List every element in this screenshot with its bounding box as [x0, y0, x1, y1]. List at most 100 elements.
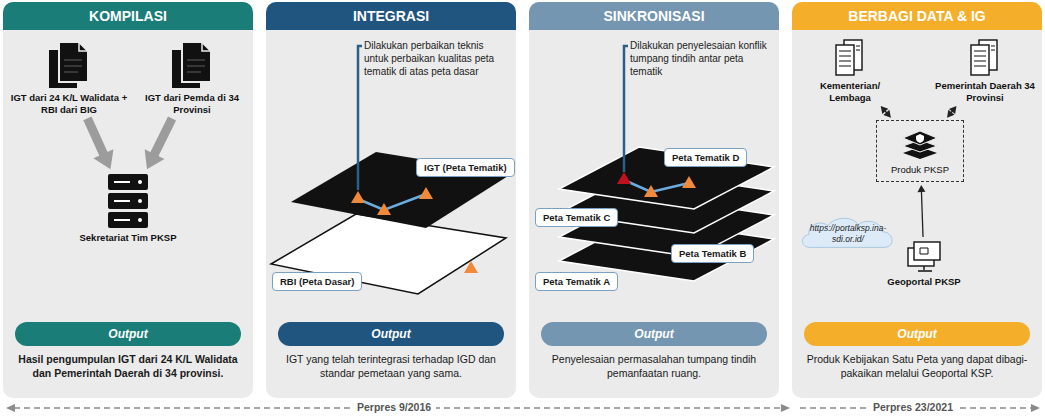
- illustration-polygon: [644, 185, 658, 197]
- box-label: Peta Tematik D: [672, 152, 739, 163]
- illustration-circle: [138, 199, 142, 203]
- illustration-path: [59, 42, 88, 82]
- icon-caption: Pemerintah Daerah 34 Provinsi: [934, 80, 1036, 104]
- label-wrap: Dilakukan perbaikan teknis untuk perbaik…: [364, 39, 510, 78]
- illustration-polygon: [464, 261, 478, 273]
- agency-icon-node: Kementerian/ Lembaga: [800, 38, 900, 104]
- output-text: IGT yang telah terintegrasi terhadap IGD…: [276, 352, 506, 380]
- stage-panel: BERBAGI DATA & IG Produk Kebijakan Satu P…: [792, 2, 1042, 398]
- illustration-polygon: [351, 191, 365, 203]
- illustration-polygon: [682, 176, 696, 188]
- illustration-path: [64, 60, 82, 72]
- connector-line: [921, 191, 923, 237]
- label-wrap: Perpres 9/2016: [352, 400, 436, 414]
- icon-caption: Kementerian/ Lembaga: [800, 80, 900, 104]
- output-text-wrap: Hasil pengumpulan IGT dari 24 K/L Walida…: [13, 352, 243, 380]
- illustration-path: [856, 46, 860, 50]
- illustration-circle: [138, 180, 142, 184]
- map-layer-box: RBI (Peta Dasar): [272, 272, 362, 291]
- agency-icon-node: Pemerintah Daerah 34 Provinsi: [934, 38, 1036, 104]
- product-box: Produk PKSP: [876, 120, 964, 182]
- icon-caption: IGT dari 24 K/L Walidata + RBI dari BIG: [9, 92, 129, 116]
- illustration-path: [920, 248, 928, 254]
- box-label: Peta Tematik C: [543, 212, 610, 223]
- illustration-circle: [138, 218, 142, 222]
- connector-arrow: [881, 106, 891, 118]
- document-icon-node: IGT dari 24 K/L Walidata + RBI dari BIG: [9, 40, 129, 116]
- icon: [9, 40, 129, 90]
- stage-panel: INTEGRASI IGT yang telah terintegrasi ter…: [266, 2, 516, 398]
- arrow-head: [145, 149, 165, 169]
- stage-panel: SINKRONISASI Penyelesaian permasalahan tu…: [529, 2, 779, 398]
- illustration-polygon: [271, 214, 506, 294]
- illustration-path: [916, 134, 924, 143]
- url-cloud: https://portalksp.ina-sdi.or.id/: [798, 214, 898, 253]
- callout-text: Dilakukan penyelesaian konflik tumpang t…: [630, 39, 773, 78]
- output-pill: Output: [804, 322, 1030, 346]
- illustration-polygon: [559, 147, 774, 209]
- connector-arrow: [87, 118, 113, 169]
- illustration-path: [991, 46, 995, 50]
- arrow-head: [881, 106, 889, 114]
- map-layer-box: Peta Tematik C: [535, 208, 618, 227]
- box-label: RBI (Peta Dasar): [280, 276, 354, 287]
- map-layer-box: Peta Tematik A: [535, 272, 618, 291]
- box-label: IGT (Peta Tematik): [424, 162, 507, 173]
- document-icon-node: IGT dari Pemda di 34 Provinsi: [137, 40, 247, 116]
- icon: [884, 240, 964, 274]
- map-layer-box: Peta Tematik D: [664, 148, 747, 167]
- illustration-path: [839, 51, 851, 66]
- connector-line: [87, 118, 104, 155]
- icon-caption: Geoportal PKSP: [884, 276, 964, 288]
- illustration-svg: [900, 129, 940, 161]
- output-label: Output: [541, 322, 767, 346]
- output-label: Output: [278, 322, 504, 346]
- illustration-path: [182, 42, 211, 82]
- output-pill: Output: [278, 322, 504, 346]
- output-text-wrap: Penyelesaian permasalahan tumpang tindih…: [539, 352, 769, 380]
- panel-title: BERBAGI DATA & IG: [792, 2, 1042, 30]
- output-pill: Output: [541, 322, 767, 346]
- label-wrap: Perpres 23/2021: [868, 400, 958, 414]
- illustration-path: [79, 42, 88, 51]
- illustration-svg: [170, 40, 214, 90]
- map-layer-box: Peta Tematik B: [671, 244, 754, 263]
- timeline-head: [6, 404, 15, 412]
- output-pill: Output: [15, 322, 241, 346]
- panel-title: SINKRONISASI: [529, 2, 779, 30]
- label-wrap: Dilakukan penyelesaian konflik tumpang t…: [630, 39, 773, 78]
- arrow-head: [917, 185, 925, 192]
- illustration-polyline: [358, 194, 426, 210]
- illustration-svg: [904, 240, 944, 274]
- illustration-svg: [105, 172, 151, 230]
- illustration-rect: [914, 242, 940, 260]
- illustration-path: [202, 42, 211, 51]
- box-label: Peta Tematik A: [543, 276, 610, 287]
- connector-arrow: [145, 118, 172, 169]
- panel-title: INTEGRASI: [266, 2, 516, 30]
- icon-caption: Sekretariat Tim PKSP: [78, 232, 178, 244]
- url-text: https://portalksp.ina-sdi.or.id/: [808, 223, 888, 244]
- box-label: Peta Tematik B: [679, 248, 746, 259]
- illustration-polyline: [624, 180, 689, 192]
- connector-line: [154, 118, 172, 155]
- output-label: Output: [804, 322, 1030, 346]
- output-text-wrap: Produk Kebijakan Satu Peta yang dapat di…: [802, 352, 1032, 380]
- illustration-svg: [965, 38, 1005, 78]
- output-text: Hasil pengumpulan IGT dari 24 K/L Walida…: [13, 352, 243, 380]
- output-text: Penyelesaian permasalahan tumpang tindih…: [539, 352, 769, 380]
- illustration-polygon: [419, 187, 433, 199]
- illustration-polygon: [617, 172, 631, 184]
- output-text: Produk Kebijakan Satu Peta yang dapat di…: [802, 352, 1032, 380]
- illustration-path: [114, 182, 130, 220]
- icon: [934, 38, 1036, 78]
- timeline-head: [1031, 404, 1040, 412]
- map-layer-box: IGT (Peta Tematik): [416, 158, 515, 177]
- regulation-label: Perpres 9/2016: [352, 400, 436, 414]
- arrow-head: [93, 149, 113, 169]
- illustration-svg: [47, 40, 91, 90]
- illustration-svg: [830, 38, 870, 78]
- box-caption: Produk PKSP: [877, 164, 963, 175]
- connector-arrow: [947, 106, 956, 118]
- illustration-path: [903, 131, 937, 145]
